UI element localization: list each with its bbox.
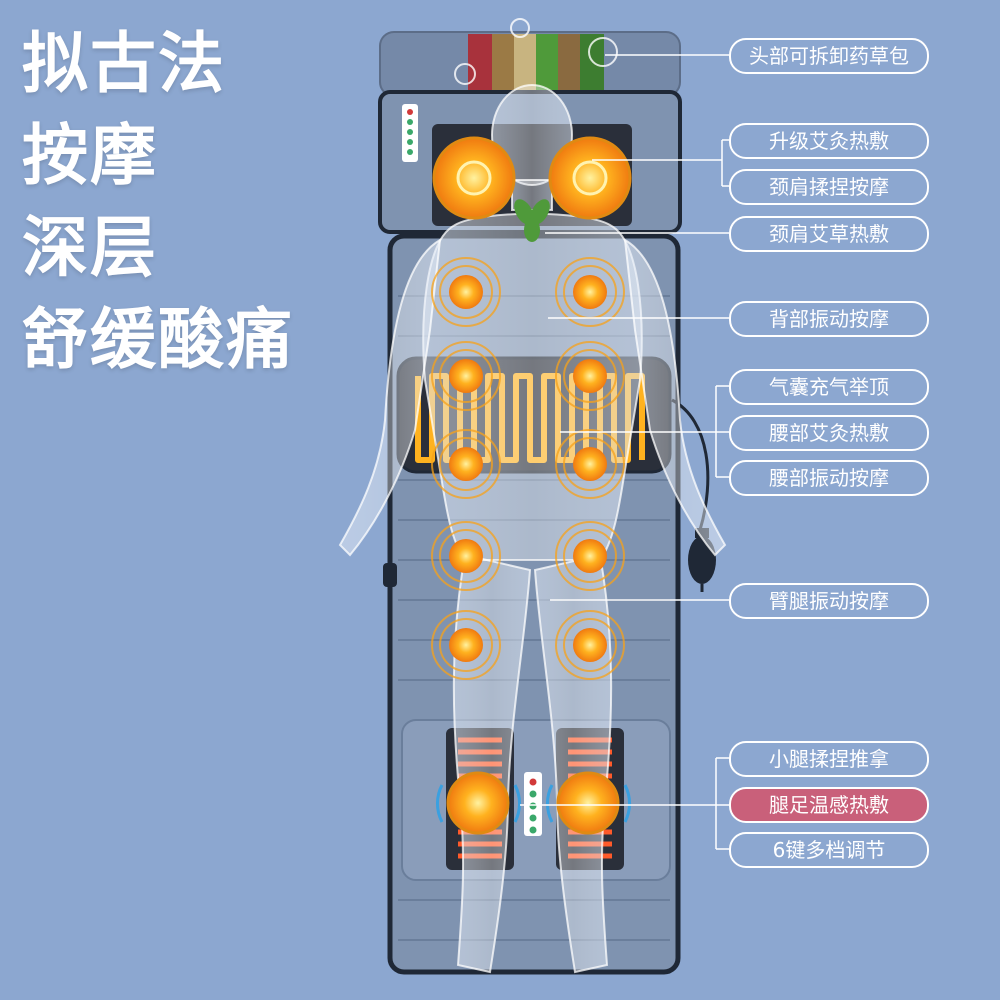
vibration-point-icon — [555, 610, 625, 680]
feature-label-neck-herb-heat: 颈肩艾草热敷 — [729, 216, 929, 252]
vibration-point-icon — [431, 610, 501, 680]
herb-leaf-icon — [514, 199, 550, 242]
shoulder-kneading-heads — [432, 136, 632, 220]
feature-label-airbag-lift: 气囊充气举顶 — [729, 369, 929, 405]
vibration-points — [431, 257, 625, 680]
feature-label-waist-moxibustion: 腰部艾灸热敷 — [729, 415, 929, 451]
headline-line-4: 舒缓酸痛 — [22, 301, 294, 378]
headline-line-1: 拟古法 — [22, 25, 226, 102]
feature-label-limb-vibration: 臂腿振动按摩 — [729, 583, 929, 619]
herbal-pillow — [379, 18, 681, 97]
headline-line-2: 按摩 — [22, 117, 158, 194]
feature-label-back-vibration: 背部振动按摩 — [729, 301, 929, 337]
feature-label-waist-vibration: 腰部振动按摩 — [729, 460, 929, 496]
feature-label-herbal-pillow: 头部可拆卸药草包 — [729, 38, 929, 74]
leader-lines — [520, 54, 729, 850]
vibration-point-icon — [555, 429, 625, 499]
feature-label-calf-kneading: 小腿揉捏推拿 — [729, 741, 929, 777]
feature-label-leg-foot-heat: 腿足温感热敷 — [729, 787, 929, 823]
vibration-point-icon — [431, 429, 501, 499]
headline: 拟古法 按摩 深层 舒缓酸痛 — [22, 18, 294, 386]
feature-label-neck-kneading: 颈肩揉捏按摩 — [729, 169, 929, 205]
vibration-point-icon — [555, 521, 625, 591]
feature-label-six-key-control: 6键多档调节 — [729, 832, 929, 868]
headline-line-3: 深层 — [22, 209, 158, 286]
calf-kneading-heads — [435, 771, 632, 835]
vibration-point-icon — [431, 257, 501, 327]
vibration-point-icon — [555, 341, 625, 411]
feature-label-moxibustion-upgrade: 升级艾灸热敷 — [729, 123, 929, 159]
vibration-point-icon — [431, 341, 501, 411]
vibration-point-icon — [431, 521, 501, 591]
